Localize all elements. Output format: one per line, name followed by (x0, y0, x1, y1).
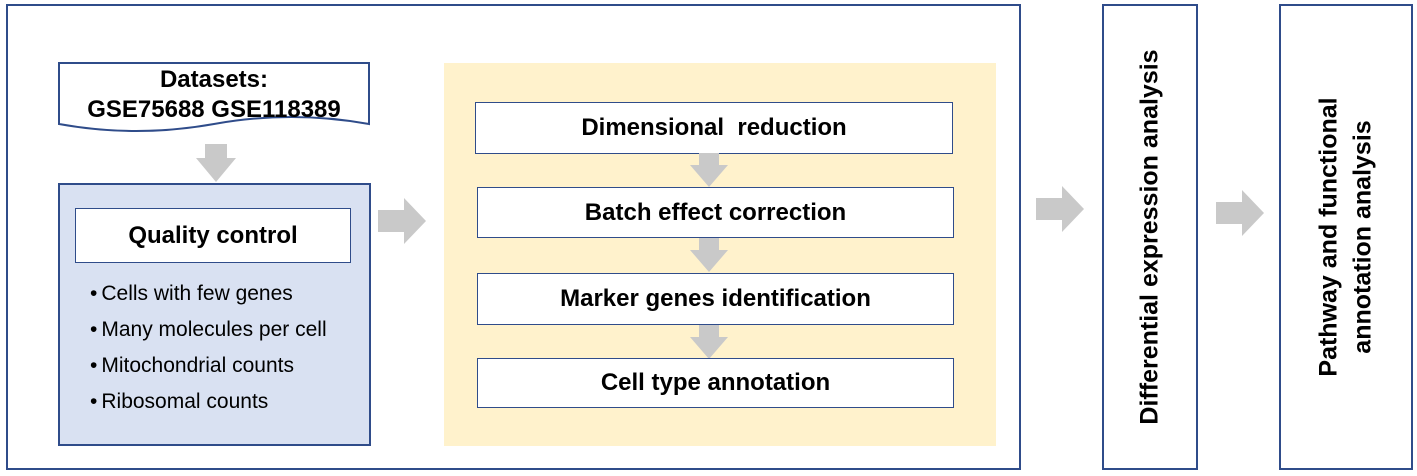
differential-expression-label: Differential expression analysis (1136, 49, 1165, 425)
datasets-label: Datasets: GSE75688 GSE118389 (58, 62, 370, 128)
step-dimensional-reduction: Dimensional reduction (475, 102, 953, 154)
pathway-annotation-box (1279, 4, 1413, 470)
arrow-right-differential (1216, 190, 1264, 236)
differential-expression-box (1102, 4, 1198, 470)
arrow-down-step1 (690, 153, 728, 187)
quality-control-criteria: Cells with few genes Many molecules per … (90, 276, 370, 420)
qc-criterion: Many molecules per cell (90, 312, 370, 348)
qc-criterion: Ribosomal counts (90, 384, 370, 420)
arrow-right-qc (378, 198, 426, 244)
step-batch-effect-correction: Batch effect correction (477, 187, 954, 238)
pathway-line2: annotation analysis (1349, 120, 1378, 354)
qc-criterion: Cells with few genes (90, 276, 370, 312)
pathway-line1: Pathway and functional (1315, 97, 1344, 377)
arrow-right-main (1036, 186, 1084, 232)
step-marker-genes-identification: Marker genes identification (477, 273, 954, 325)
arrow-down-step2 (690, 238, 728, 272)
quality-control-title: Quality control (75, 208, 351, 263)
arrow-down-step3 (690, 325, 728, 359)
pathway-annotation-label: Pathway and functional annotation analys… (1312, 97, 1380, 376)
differential-expression-text-holder: Differential expression analysis (1102, 4, 1198, 470)
qc-criterion: Mitochondrial counts (90, 348, 370, 384)
datasets-ids: GSE75688 GSE118389 (87, 96, 341, 123)
arrow-down-datasets (196, 144, 236, 182)
datasets-shape (58, 62, 370, 132)
step-cell-type-annotation: Cell type annotation (477, 358, 954, 408)
pathway-annotation-text-holder: Pathway and functional annotation analys… (1279, 4, 1413, 470)
datasets-title: Datasets: (159, 66, 269, 93)
